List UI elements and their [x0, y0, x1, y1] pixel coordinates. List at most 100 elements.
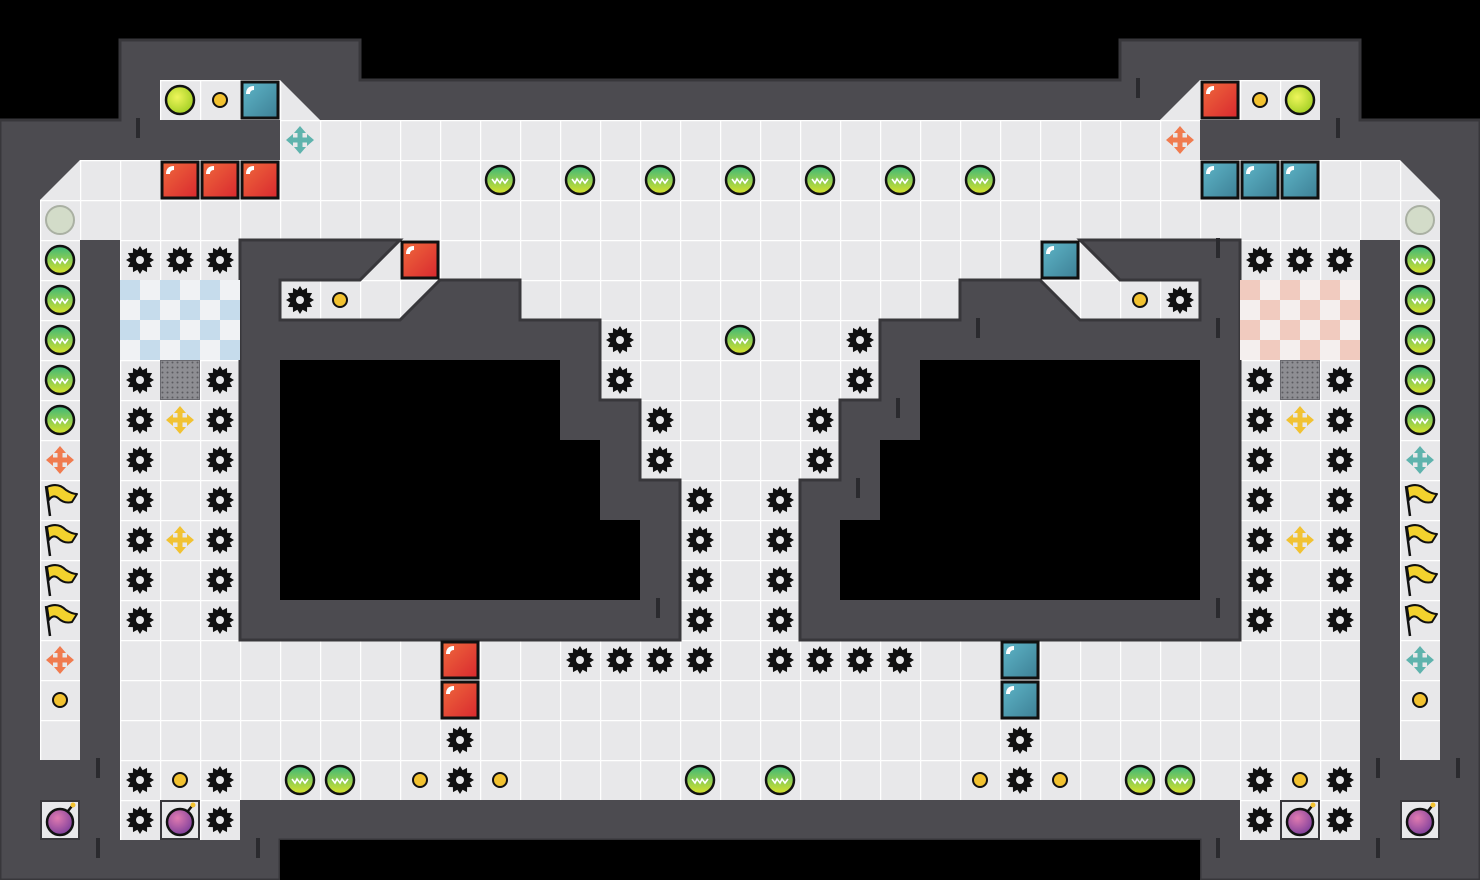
coin-icon: [492, 772, 508, 788]
spiked-gear-icon: [766, 526, 794, 554]
coin-icon: [52, 692, 68, 708]
spiked-gear-icon: [806, 406, 834, 434]
green-orb-icon: [1404, 364, 1436, 396]
spiked-gear-icon: [1326, 446, 1354, 474]
spiked-gear-icon: [686, 526, 714, 554]
yellow-flag-icon: [1404, 564, 1438, 597]
pink-checker-zone: [1240, 280, 1360, 360]
spiked-gear-icon: [286, 286, 314, 314]
teal-block: [1280, 160, 1320, 200]
spiked-gear-icon: [126, 406, 154, 434]
coin-icon: [1412, 692, 1428, 708]
spiked-gear-icon: [1246, 526, 1274, 554]
spiked-gear-icon: [126, 486, 154, 514]
yellow-move-arrows-icon: [166, 406, 194, 434]
spiked-gear-icon: [686, 566, 714, 594]
spiked-gear-icon: [1246, 366, 1274, 394]
bomb-icon: [1400, 800, 1440, 840]
spiked-gear-icon: [206, 406, 234, 434]
green-orb-icon: [644, 164, 676, 196]
spiked-gear-icon: [1246, 766, 1274, 794]
bomb-icon: [160, 800, 200, 840]
spiked-gear-icon: [1246, 486, 1274, 514]
spiked-gear-icon: [606, 326, 634, 354]
green-orb-icon: [1164, 764, 1196, 796]
spiked-gear-icon: [126, 606, 154, 634]
spiked-gear-icon: [1246, 406, 1274, 434]
spiked-gear-icon: [1246, 806, 1274, 834]
spiked-gear-icon: [806, 646, 834, 674]
pits: [280, 360, 1200, 880]
spiked-gear-icon: [1326, 766, 1354, 794]
spiked-gear-icon: [126, 446, 154, 474]
spiked-gear-icon: [206, 246, 234, 274]
yellow-flag-icon: [44, 604, 78, 637]
spiked-gear-icon: [206, 566, 234, 594]
teal-move-arrows-icon: [1406, 446, 1434, 474]
yellow-flag-icon: [44, 484, 78, 517]
spiked-gear-icon: [126, 806, 154, 834]
green-orb-icon: [1404, 284, 1436, 316]
green-orb-icon: [284, 764, 316, 796]
spiked-gear-icon: [846, 646, 874, 674]
spiked-gear-icon: [606, 646, 634, 674]
spiked-gear-icon: [846, 326, 874, 354]
spiked-gear-icon: [206, 766, 234, 794]
teal-block: [240, 80, 280, 120]
green-orb-icon: [964, 164, 996, 196]
spiked-gear-icon: [206, 486, 234, 514]
spiked-gear-icon: [606, 366, 634, 394]
spiked-gear-icon: [1326, 806, 1354, 834]
green-orb-icon: [724, 324, 756, 356]
spiked-gear-icon: [1326, 566, 1354, 594]
spiked-gear-icon: [846, 366, 874, 394]
spiked-gear-icon: [446, 726, 474, 754]
coin-icon: [972, 772, 988, 788]
teal-block: [1000, 680, 1040, 720]
spiked-gear-icon: [646, 446, 674, 474]
spiked-gear-icon: [766, 646, 794, 674]
spiked-gear-icon: [206, 446, 234, 474]
coin-icon: [172, 772, 188, 788]
spiked-gear-icon: [1326, 526, 1354, 554]
wall-outline: [0, 38, 1480, 880]
yellow-flag-icon: [1404, 604, 1438, 637]
spiked-gear-icon: [126, 766, 154, 794]
green-orb-icon: [724, 164, 756, 196]
spiked-gear-icon: [206, 526, 234, 554]
spiked-gear-icon: [1286, 246, 1314, 274]
green-orb-icon: [44, 404, 76, 436]
red-block: [440, 680, 480, 720]
wall-notches: [96, 78, 1460, 858]
spiked-gear-icon: [686, 646, 714, 674]
coin-icon: [1292, 772, 1308, 788]
green-orb-icon: [1124, 764, 1156, 796]
green-orb-icon: [44, 244, 76, 276]
red-block: [400, 240, 440, 280]
red-block: [240, 160, 280, 200]
yellow-flag-icon: [1404, 484, 1438, 517]
spiked-gear-icon: [886, 646, 914, 674]
green-orb-icon: [44, 284, 76, 316]
coin-icon: [1052, 772, 1068, 788]
spiked-gear-icon: [1006, 766, 1034, 794]
coin-icon: [412, 772, 428, 788]
spiked-gear-icon: [1166, 286, 1194, 314]
red-block: [200, 160, 240, 200]
orange-move-arrows-icon: [1166, 126, 1194, 154]
spiked-gear-icon: [646, 406, 674, 434]
yellow-flag-icon: [1404, 524, 1438, 557]
spiked-gear-icon: [646, 646, 674, 674]
hud: 37 22: [0, 0, 1, 1]
spiked-gear-icon: [1006, 726, 1034, 754]
teal-move-arrows-icon: [286, 126, 314, 154]
yellow-move-arrows-icon: [1286, 526, 1314, 554]
switch-button-icon: [164, 84, 196, 116]
spiked-gear-icon: [1246, 246, 1274, 274]
green-orb-icon: [1404, 244, 1436, 276]
green-orb-icon: [564, 164, 596, 196]
blue-checker-zone: [120, 280, 240, 360]
pale-circle-icon: [1405, 205, 1435, 235]
spiked-gear-icon: [126, 366, 154, 394]
